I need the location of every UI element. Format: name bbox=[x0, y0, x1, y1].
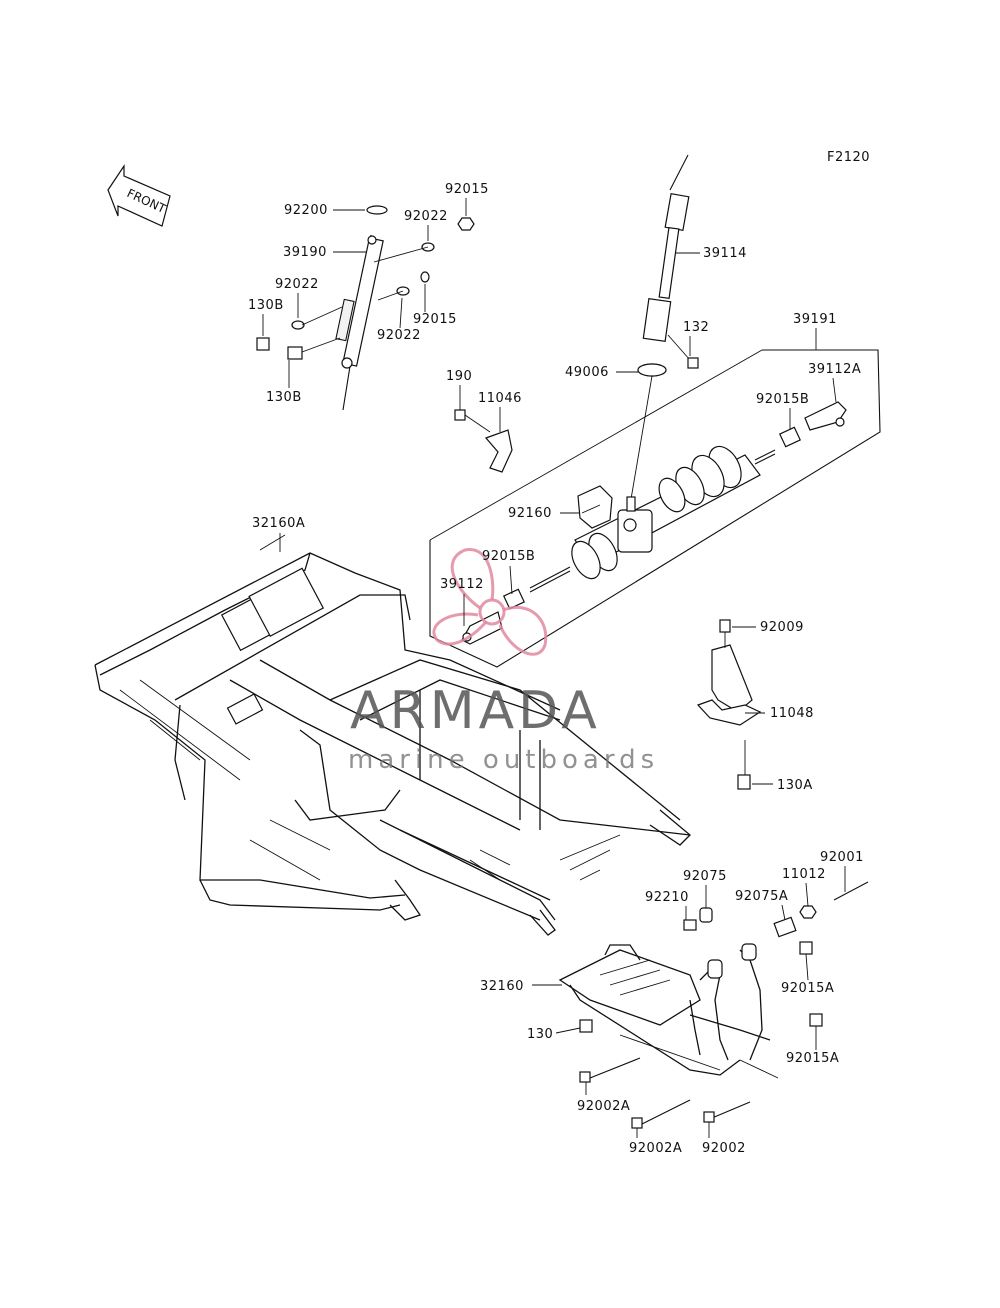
label-39114: 39114 bbox=[703, 246, 747, 261]
label-39112A: 39112A bbox=[808, 362, 861, 377]
label-92009: 92009 bbox=[760, 620, 804, 635]
label-92001: 92001 bbox=[820, 850, 864, 865]
label-39191: 39191 bbox=[793, 312, 837, 327]
watermark-subtitle: marine outboards bbox=[348, 745, 659, 775]
label-92200: 92200 bbox=[284, 203, 328, 218]
label-39112: 39112 bbox=[440, 577, 484, 592]
label-92015A-b: 92015A bbox=[786, 1051, 839, 1066]
label-92015B-b: 92015B bbox=[482, 549, 535, 564]
label-92075: 92075 bbox=[683, 869, 727, 884]
steering-shaft-assembly bbox=[629, 154, 699, 506]
label-130: 130 bbox=[527, 1027, 553, 1042]
label-92015-top: 92015 bbox=[445, 182, 489, 197]
label-190: 190 bbox=[446, 369, 472, 384]
label-92015-mid: 92015 bbox=[413, 312, 457, 327]
figure-code: F2120 bbox=[827, 150, 870, 165]
label-92002A-b: 92002A bbox=[629, 1141, 682, 1156]
label-92002A-a: 92002A bbox=[577, 1099, 630, 1114]
label-92075A: 92075A bbox=[735, 889, 788, 904]
label-92160: 92160 bbox=[508, 506, 552, 521]
main-frame bbox=[94, 534, 691, 936]
front-guard-assembly bbox=[558, 881, 869, 1129]
label-32160A: 32160A bbox=[252, 516, 305, 531]
label-92015A-a: 92015A bbox=[781, 981, 834, 996]
steering-rack-assembly bbox=[429, 349, 881, 668]
label-130A: 130A bbox=[777, 778, 813, 793]
label-130B-a: 130B bbox=[248, 298, 284, 313]
label-92022-a: 92022 bbox=[404, 209, 448, 224]
label-92022-b: 92022 bbox=[275, 277, 319, 292]
label-39190: 39190 bbox=[283, 245, 327, 260]
label-92002: 92002 bbox=[702, 1141, 746, 1156]
label-132: 132 bbox=[683, 320, 709, 335]
label-11046: 11046 bbox=[478, 391, 522, 406]
bracket-11048 bbox=[696, 619, 765, 790]
steering-column-assembly bbox=[256, 205, 475, 411]
watermark-title: ARMADA bbox=[350, 681, 601, 741]
label-92022-c: 92022 bbox=[377, 328, 421, 343]
label-11048: 11048 bbox=[770, 706, 814, 721]
watermark: ARMADA marine outboards bbox=[348, 548, 659, 775]
label-92210: 92210 bbox=[645, 890, 689, 905]
label-11012: 11012 bbox=[782, 867, 826, 882]
front-arrow-icon: FRONT bbox=[107, 164, 171, 227]
label-130B-b: 130B bbox=[266, 390, 302, 405]
label-32160: 32160 bbox=[480, 979, 524, 994]
label-49006: 49006 bbox=[565, 365, 609, 380]
label-92015B-a: 92015B bbox=[756, 392, 809, 407]
armada-logo-icon bbox=[432, 548, 548, 656]
callouts: 92200 92015 92022 39190 92022 130B 92022… bbox=[248, 182, 864, 1156]
